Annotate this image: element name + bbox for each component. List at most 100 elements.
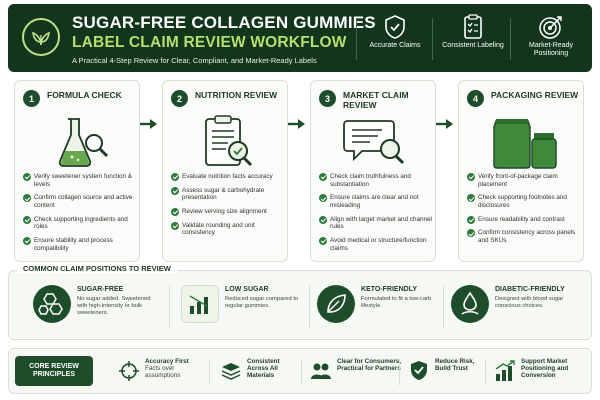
check-icon — [23, 194, 31, 203]
check-icon — [171, 208, 179, 217]
checklist-clipboard-icon — [459, 14, 487, 40]
speech-bubble-magnifier-icon — [334, 113, 414, 171]
step-card-packaging-review: 4 PACKAGING REVIEW Verify front-of-packa… — [458, 80, 584, 262]
check-icon — [23, 237, 31, 246]
feature-consistent-labeling: Consistent Labeling — [442, 14, 504, 66]
divider — [169, 285, 170, 329]
crosshair-icon — [117, 359, 141, 383]
step-card-nutrition-review: 2 NUTRITION REVIEW Evaluate nutrition fa… — [162, 80, 288, 262]
blood-drop-hand-icon — [451, 285, 489, 323]
step-number: 3 — [319, 90, 336, 107]
list-item: Ensure claims are clear and not misleadi… — [319, 194, 433, 209]
hexagon-molecule-icon — [33, 285, 71, 323]
principle-title: Consistent Across All Materials — [247, 358, 280, 380]
principle-title: Clear for Consumers, Practical for Partn… — [337, 358, 402, 373]
check-icon — [467, 173, 475, 181]
claim-title: LOW SUGAR — [225, 286, 269, 293]
step-checklist: Check claim truthfulness and substantiat… — [319, 173, 433, 258]
step-number: 1 — [23, 90, 40, 107]
list-item: Ensure stability and process compatibili… — [23, 237, 137, 252]
check-icon — [467, 215, 475, 224]
check-icon — [171, 173, 179, 181]
list-item: Avoid medical or structure/function clai… — [319, 237, 433, 252]
arrow-right-icon — [436, 119, 453, 129]
step-title: PACKAGING REVIEW — [491, 90, 579, 100]
step-checklist: Evaluate nutrition facts accuracy Assess… — [171, 173, 285, 243]
leaf-logo-icon — [22, 18, 60, 56]
arrow-right-icon — [288, 119, 305, 129]
shield-check-icon — [381, 14, 409, 40]
people-icon — [309, 359, 333, 383]
list-item: Review serving size alignment — [171, 208, 285, 217]
list-item: Confirm collagen source and active conte… — [23, 194, 137, 209]
list-item: Check supporting ingredients and roles — [23, 215, 137, 231]
list-item: Verify front-of-package claim placement — [467, 173, 581, 188]
list-item: Check claim truthfulness and substantiat… — [319, 173, 433, 188]
list-item: Ensure readability and contrast — [467, 215, 581, 224]
step-title: NUTRITION REVIEW — [195, 90, 278, 100]
principle-market-positioning: Support Market Positioning and Conversio… — [493, 355, 589, 389]
flask-magnifier-icon — [38, 113, 118, 171]
divider — [356, 18, 357, 60]
principle-clarity: Clear for Consumers, Practical for Partn… — [309, 355, 401, 389]
check-icon — [319, 215, 327, 224]
step-title: MARKET CLAIM REVIEW — [343, 90, 409, 110]
divider — [443, 285, 444, 329]
claim-low-sugar: LOW SUGAR Reduced sugar compared to regu… — [181, 285, 305, 335]
divider — [209, 359, 210, 385]
growth-chart-icon — [493, 359, 517, 383]
claim-sugar-free: SUGAR-FREE No sugar added. Sweetened wit… — [33, 285, 157, 335]
feature-label: Consistent Labeling — [442, 42, 504, 49]
divider — [309, 285, 310, 329]
feature-label: Accurate Claims — [369, 42, 421, 49]
arrow-right-icon — [140, 119, 157, 129]
step-number: 2 — [171, 90, 188, 107]
header-banner: SUGAR-FREE COLLAGEN GUMMIES LABEL CLAIM … — [8, 4, 592, 72]
layers-icon — [219, 359, 243, 383]
list-item: Validate rounding and unit consistency — [171, 221, 285, 237]
feature-label: Market-Ready Positioning — [529, 42, 573, 58]
check-icon — [467, 194, 475, 203]
principle-title: Support Market Positioning and Conversio… — [521, 358, 569, 380]
claim-title: DIABETIC-FRIENDLY — [495, 286, 565, 293]
check-icon — [171, 186, 179, 195]
leaf-icon — [317, 285, 355, 323]
principle-title: Reduce Risk, Build Trust — [435, 358, 475, 373]
feature-market-ready: Market-Ready Positioning — [520, 14, 582, 66]
step-card-formula-check: 1 FORMULA CHECK Verify sweetener system … — [14, 80, 140, 262]
page-title: SUGAR-FREE COLLAGEN GUMMIES — [72, 13, 376, 32]
check-icon — [171, 221, 179, 230]
divider — [399, 359, 400, 385]
page-title-secondary: LABEL CLAIM REVIEW WORKFLOW — [72, 34, 347, 51]
check-icon — [319, 237, 327, 246]
check-icon — [319, 173, 327, 181]
claim-title: KETO-FRIENDLY — [361, 286, 418, 293]
step-card-market-claim-review: 3 MARKET CLAIM REVIEW Check claim truthf… — [310, 80, 436, 262]
principle-consistency: Consistent Across All Materials — [219, 355, 299, 389]
bar-chart-down-icon — [181, 285, 219, 323]
claim-diabetic-friendly: DIABETIC-FRIENDLY Designed with blood su… — [451, 285, 585, 335]
step-number: 4 — [467, 90, 484, 107]
divider — [510, 18, 511, 60]
feature-accurate-claims: Accurate Claims — [364, 14, 426, 66]
step-checklist: Verify front-of-package claim placement … — [467, 173, 581, 251]
target-icon — [537, 14, 565, 40]
claim-title: SUGAR-FREE — [77, 286, 124, 293]
list-item: Evaluate nutrition facts accuracy — [171, 173, 285, 181]
divider — [301, 359, 302, 385]
divider — [485, 359, 486, 385]
check-icon — [319, 194, 327, 203]
list-item: Verify sweetener system function & level… — [23, 173, 137, 188]
core-principles-label: CORE REVIEW PRINCIPLES — [15, 356, 93, 386]
common-claims-panel: COMMON CLAIM POSITIONS TO REVIEW SUGAR-F… — [8, 264, 592, 340]
step-checklist: Verify sweetener system function & level… — [23, 173, 137, 258]
claim-description: Reduced sugar compared to regular gummie… — [225, 296, 299, 309]
page-subtitle: A Practical 4-Step Review for Clear, Com… — [72, 56, 317, 65]
divider — [432, 18, 433, 60]
claim-description: Formulated to fit a low-carb lifestyle. — [361, 296, 432, 309]
check-icon — [23, 215, 31, 224]
check-icon — [23, 173, 31, 181]
